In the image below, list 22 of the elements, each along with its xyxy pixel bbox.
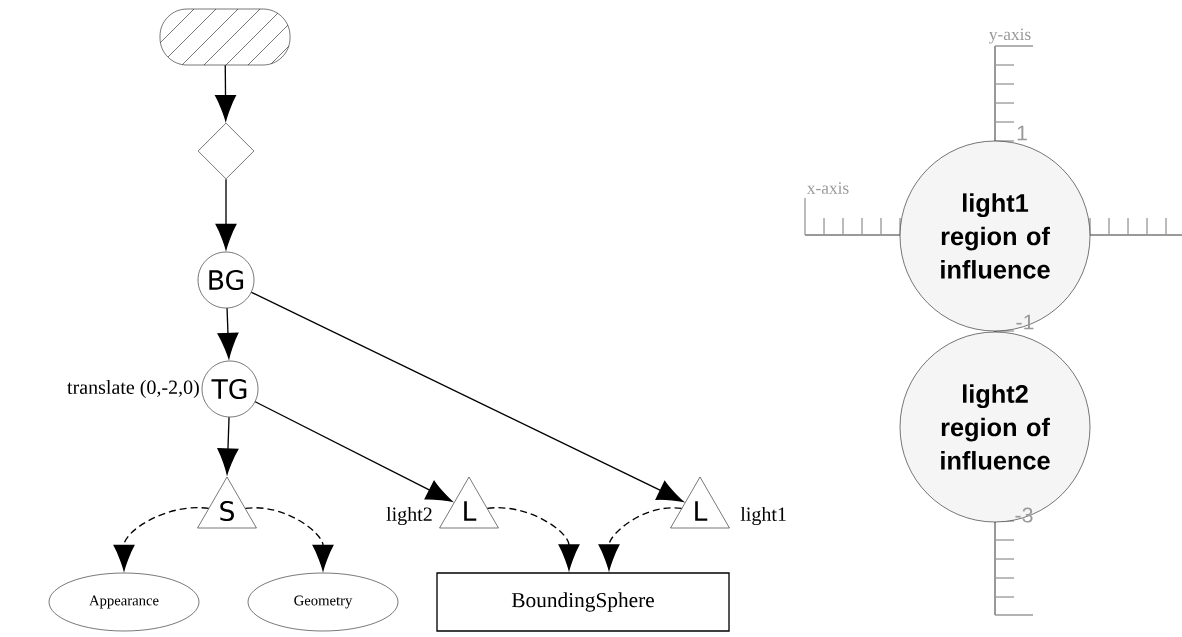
axis-label: x-axis bbox=[806, 182, 849, 194]
light-triangle: L bbox=[670, 476, 730, 529]
tick-label: 1 bbox=[1017, 125, 1027, 141]
arrow bbox=[215, 178, 237, 250]
arrow bbox=[217, 416, 239, 475]
node-caption: light2 bbox=[386, 506, 432, 526]
arrow bbox=[250, 291, 684, 502]
light-triangle: L bbox=[439, 476, 499, 529]
node-caption: translate (0,-2,0) bbox=[67, 379, 199, 399]
decision-diamond bbox=[197, 122, 255, 180]
arrow bbox=[254, 401, 453, 502]
tick-label: -1 bbox=[1016, 314, 1034, 330]
terminator-box bbox=[159, 8, 291, 66]
shape-triangle: S bbox=[197, 476, 257, 529]
arrow bbox=[244, 507, 334, 571]
axis-label: y-axis bbox=[989, 28, 1031, 44]
arrow bbox=[217, 307, 239, 359]
arrow bbox=[113, 507, 210, 571]
node-caption: light1 bbox=[740, 506, 786, 526]
arrow bbox=[215, 64, 236, 121]
arrow bbox=[486, 507, 580, 571]
bounds-box: BoundingSphere bbox=[436, 572, 730, 632]
